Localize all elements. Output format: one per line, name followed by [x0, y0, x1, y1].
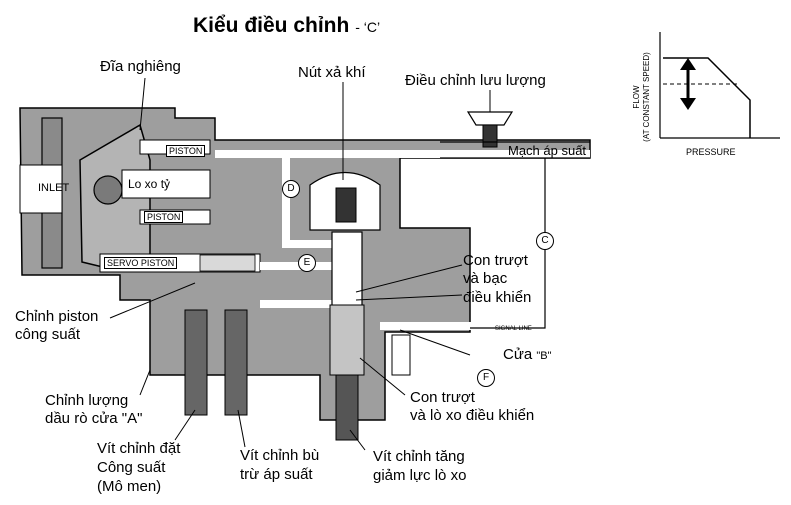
label-comp-screw-1: Vít chỉnh bù	[240, 447, 320, 464]
label-spring-screw-1: Vít chỉnh tăng	[373, 448, 465, 465]
flow-knob-stem	[482, 124, 498, 148]
power-screw	[184, 309, 208, 416]
leader-lines	[109, 77, 491, 451]
label-spool-spring-2: và lò xo điều khiển	[410, 407, 535, 424]
label-inlet: INLET	[38, 182, 70, 194]
graph-y-label: FLOW (AT CONSTANT SPEED)	[632, 52, 662, 142]
marker-circle-e: E	[298, 254, 316, 272]
label-bleed-screw: Nút xả khí	[298, 64, 366, 81]
outlet-pipe	[440, 141, 590, 159]
label-signal-line: SIGNAL LINE	[495, 326, 532, 332]
passage-top	[215, 150, 590, 158]
label-flow-adjust: Điều chỉnh lưu lượng	[405, 72, 546, 89]
passage-signal	[380, 322, 550, 330]
graph-arrow-down	[680, 98, 696, 110]
spring-screw	[335, 374, 359, 441]
label-power-piston-2: công suất	[15, 326, 81, 343]
label-power-screw-3: (Mô men)	[97, 478, 162, 495]
label-spring-ratio: Lo xo tỷ	[128, 177, 171, 191]
label-spool-spring-1: Con trượt	[410, 389, 475, 406]
graph-x-label: PRESSURE	[686, 147, 736, 157]
page-title: Kiểu điều chỉnh - ‘C’	[193, 14, 381, 37]
label-leak-adjust-1: Chỉnh lượng	[45, 392, 129, 409]
port-b-plug	[391, 334, 411, 376]
label-port-b-code: "B"	[536, 350, 552, 362]
flow-knob	[466, 111, 514, 126]
comp-screw	[224, 309, 248, 416]
marker-circle-c: C	[536, 232, 554, 250]
passage-d	[282, 158, 290, 248]
label-leak-adjust-2: dầu rò cửa "A"	[45, 410, 143, 427]
label-power-screw-1: Vít chỉnh đặt	[97, 440, 181, 457]
title-suffix: - ‘C’	[355, 19, 381, 35]
label-spool-sleeve-1: Con trượt	[463, 252, 528, 269]
label-spool-sleeve-3: điều khiển	[463, 289, 532, 306]
graph-curve	[663, 57, 751, 138]
label-port-b-text: Cửa	[503, 346, 533, 363]
passage-low	[260, 300, 340, 308]
spool-sleeve	[329, 304, 365, 376]
label-spool-sleeve-2: và bạc	[463, 270, 508, 287]
label-port-b: Cửa "B"	[503, 346, 552, 365]
tag-servo-piston: SERVO PISTON	[104, 257, 178, 269]
graph-y-label-2: (AT CONSTANT SPEED)	[642, 52, 651, 142]
inlet-opening	[19, 164, 63, 214]
bleed-screw	[335, 187, 357, 223]
passage-mid	[282, 240, 352, 248]
spring-chamber	[121, 169, 211, 199]
marker-circle-d: D	[282, 180, 300, 198]
swash-pivot	[93, 175, 123, 205]
signal-line	[470, 158, 546, 329]
tag-piston-1: PISTON	[166, 145, 206, 157]
servo-spring	[199, 254, 256, 272]
graph-arrow-up	[680, 58, 696, 70]
label-spring-screw-2: giảm lực lò xo	[373, 467, 467, 484]
marker-circle-f: F	[477, 369, 495, 387]
label-pressure-circuit: Mạch áp suất	[508, 143, 587, 158]
graph-y-label-1: FLOW	[632, 85, 641, 109]
label-comp-screw-2: trừ áp suất	[240, 466, 313, 483]
label-swash-plate: Đĩa nghiêng	[100, 58, 181, 75]
tag-piston-2: PISTON	[144, 211, 184, 223]
label-power-screw-2: Công suất	[97, 459, 166, 476]
label-power-piston-1: Chỉnh piston	[15, 308, 99, 325]
performance-graph	[659, 32, 780, 139]
